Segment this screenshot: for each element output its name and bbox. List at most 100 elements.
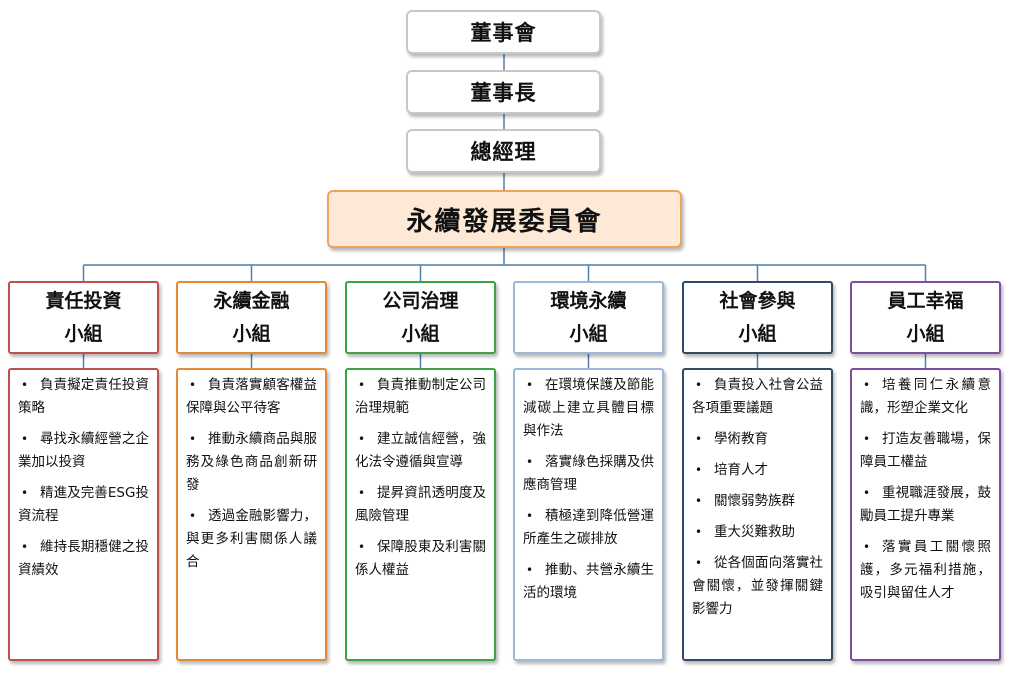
duty-text: 打造友善職場，保障員工權益	[860, 431, 991, 470]
duty-item: •精進及完善ESG投資流程	[18, 482, 149, 528]
duty-list: •在環境保護及節能減碳上建立具體目標與作法•落實綠色採購及供應商管理•積極達到降…	[523, 374, 654, 605]
duty-item: •透過金融影響力，與更多利害關係人議合	[186, 505, 317, 574]
duty-item: • 學術教育	[692, 428, 823, 451]
bullet-icon: •	[863, 486, 871, 500]
duty-item: •維持長期穩健之投資績效	[18, 536, 149, 582]
bullet-icon: •	[21, 432, 29, 446]
duty-item: •負責落實顧客權益保障與公平待客	[186, 374, 317, 420]
duty-text: 負責擬定責任投資策略	[18, 377, 149, 416]
duty-text: 關懷弱勢族群	[714, 493, 795, 509]
bullet-icon: •	[695, 432, 703, 446]
duty-list: •負責擬定責任投資策略•尋找永續經營之企業加以投資•精進及完善ESG投資流程•維…	[18, 374, 149, 582]
duty-item: •提昇資訊透明度及風險管理	[355, 482, 486, 528]
group-duties-employee-wellbeing: •培養同仁永續意識，形塑企業文化•打造友善職場，保障員工權益•重視職涯發展，鼓勵…	[850, 368, 1001, 661]
bullet-icon: •	[863, 378, 871, 392]
chairman-box: 董事長	[406, 70, 601, 114]
bullet-icon: •	[21, 486, 29, 500]
duty-item: •從各個面向落實社會關懷，並發揮關鍵影響力	[692, 552, 823, 621]
duty-item: •培養同仁永續意識，形塑企業文化	[860, 374, 991, 420]
group-header-corporate-governance: 公司治理小組	[345, 281, 496, 354]
group-duties-environmental-sustainability: •在環境保護及節能減碳上建立具體目標與作法•落實綠色採購及供應商管理•積極達到降…	[513, 368, 664, 661]
bullet-icon: •	[358, 378, 366, 392]
duty-item: •推動永續商品與服務及綠色商品創新研發	[186, 428, 317, 497]
bullet-icon: •	[526, 563, 534, 577]
group-header-responsible-investment: 責任投資小組	[8, 281, 159, 354]
duty-list: •負責推動制定公司治理規範•建立誠信經營，強化法令遵循與宣導•提昇資訊透明度及風…	[355, 374, 486, 582]
group-title-line2: 小組	[569, 322, 608, 345]
duty-item: •保障股東及利害關係人權益	[355, 536, 486, 582]
duty-text: 建立誠信經營，強化法令遵循與宣導	[355, 431, 486, 470]
group-duties-sustainable-finance: •負責落實顧客權益保障與公平待客•推動永續商品與服務及綠色商品創新研發•透過金融…	[176, 368, 327, 661]
duty-text: 負責推動制定公司治理規範	[355, 377, 486, 416]
group-header-employee-wellbeing: 員工幸福小組	[850, 281, 1001, 354]
duty-text: 積極達到降低營運所產生之碳排放	[523, 508, 654, 547]
bullet-icon: •	[863, 540, 871, 554]
group-title-line1: 環境永續	[550, 289, 627, 312]
bullet-icon: •	[189, 378, 197, 392]
duty-list: •負責投入社會公益各項重要議題•學術教育•培育人才•關懷弱勢族群•重大災難救助•…	[692, 374, 823, 621]
duty-item: •打造友善職場，保障員工權益	[860, 428, 991, 474]
board-box: 董事會	[406, 10, 601, 54]
bullet-icon: •	[21, 378, 29, 392]
group-title-line1: 社會參與	[719, 289, 796, 312]
duty-item: •負責投入社會公益各項重要議題	[692, 374, 823, 420]
duty-item: •落實綠色採購及供應商管理	[523, 451, 654, 497]
bullet-icon: •	[695, 525, 703, 539]
duty-text: 保障股東及利害關係人權益	[355, 539, 486, 578]
group-duties-social-participation: •負責投入社會公益各項重要議題•學術教育•培育人才•關懷弱勢族群•重大災難救助•…	[682, 368, 833, 661]
bullet-icon: •	[21, 540, 29, 554]
bullet-icon: •	[526, 455, 534, 469]
duty-item: •尋找永續經營之企業加以投資	[18, 428, 149, 474]
duty-text: 落實員工關懷照護，多元福利措施，吸引與留住人才	[860, 539, 991, 601]
duty-text: 透過金融影響力，與更多利害關係人議合	[186, 508, 317, 570]
duty-item: • 培育人才	[692, 459, 823, 482]
duty-text: 培育人才	[714, 462, 768, 478]
duty-text: 學術教育	[714, 431, 768, 447]
group-title-line1: 永續金融	[213, 289, 290, 312]
duty-text: 重視職涯發展，鼓勵員工提升專業	[860, 485, 991, 524]
bullet-icon: •	[189, 509, 197, 523]
group-title-line2: 小組	[401, 322, 440, 345]
bullet-icon: •	[526, 378, 534, 392]
duty-item: •落實員工關懷照護，多元福利措施，吸引與留住人才	[860, 536, 991, 605]
group-header-sustainable-finance: 永續金融小組	[176, 281, 327, 354]
duty-item: •推動、共營永續生活的環境	[523, 559, 654, 605]
duty-item: •負責擬定責任投資策略	[18, 374, 149, 420]
group-title-line1: 員工幸福	[887, 289, 964, 312]
bullet-icon: •	[358, 486, 366, 500]
duty-text: 尋找永續經營之企業加以投資	[18, 431, 149, 470]
group-duties-responsible-investment: •負責擬定責任投資策略•尋找永續經營之企業加以投資•精進及完善ESG投資流程•維…	[8, 368, 159, 661]
duty-text: 提昇資訊透明度及風險管理	[355, 485, 486, 524]
duty-text: 維持長期穩健之投資績效	[18, 539, 149, 578]
group-title-line1: 公司治理	[382, 289, 459, 312]
duty-text: 落實綠色採購及供應商管理	[523, 454, 654, 493]
duty-text: 培養同仁永續意識，形塑企業文化	[860, 377, 991, 416]
president-box: 總經理	[406, 129, 601, 173]
duty-item: •建立誠信經營，強化法令遵循與宣導	[355, 428, 486, 474]
duty-text: 精進及完善ESG投資流程	[18, 485, 149, 524]
bullet-icon: •	[695, 463, 703, 477]
duty-item: •重視職涯發展，鼓勵員工提升專業	[860, 482, 991, 528]
bullet-icon: •	[358, 432, 366, 446]
duty-text: 從各個面向落實社會關懷，並發揮關鍵影響力	[692, 555, 823, 617]
group-title-line2: 小組	[738, 322, 777, 345]
duty-text: 重大災難救助	[714, 524, 795, 540]
sustainability-committee-box: 永續發展委員會	[327, 190, 682, 248]
group-title-line2: 小組	[64, 322, 103, 345]
group-duties-corporate-governance: •負責推動制定公司治理規範•建立誠信經營，強化法令遵循與宣導•提昇資訊透明度及風…	[345, 368, 496, 661]
bullet-icon: •	[358, 540, 366, 554]
bullet-icon: •	[189, 432, 197, 446]
duty-text: 負責投入社會公益各項重要議題	[692, 377, 823, 416]
duty-text: 在環境保護及節能減碳上建立具體目標與作法	[523, 377, 654, 439]
duty-item: •積極達到降低營運所產生之碳排放	[523, 505, 654, 551]
duty-text: 推動、共營永續生活的環境	[523, 562, 654, 601]
duty-text: 負責落實顧客權益保障與公平待客	[186, 377, 317, 416]
duty-item: •關懷弱勢族群	[692, 490, 823, 513]
group-title-line2: 小組	[232, 322, 271, 345]
group-header-social-participation: 社會參與小組	[682, 281, 833, 354]
bullet-icon: •	[695, 378, 703, 392]
duty-item: •在環境保護及節能減碳上建立具體目標與作法	[523, 374, 654, 443]
bullet-icon: •	[526, 509, 534, 523]
group-title-line2: 小組	[906, 322, 945, 345]
duty-list: •負責落實顧客權益保障與公平待客•推動永續商品與服務及綠色商品創新研發•透過金融…	[186, 374, 317, 574]
